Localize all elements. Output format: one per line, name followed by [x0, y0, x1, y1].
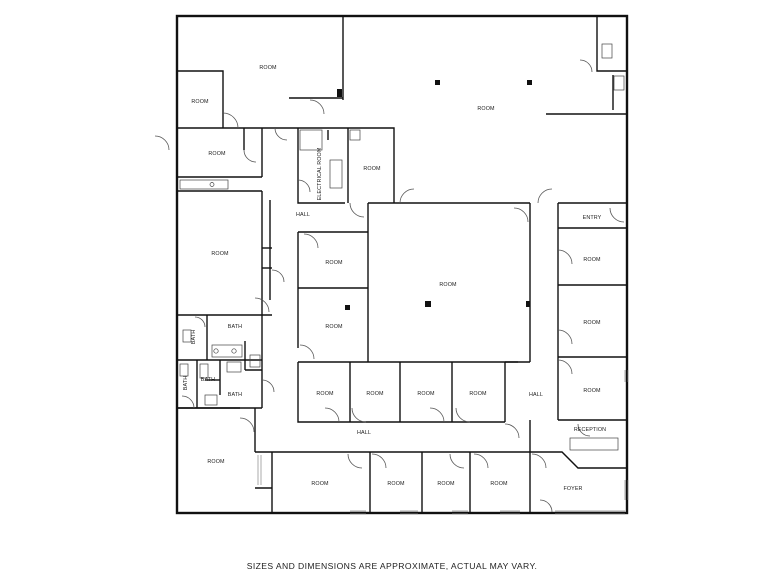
- label-electrical-room: ELECTRICAL ROOM: [317, 147, 323, 200]
- interior-walls: [177, 16, 627, 513]
- disclaimer-text: SIZES AND DIMENSIONS ARE APPROXIMATE, AC…: [246, 561, 538, 571]
- columns: [337, 80, 532, 310]
- label-bath-4: BATH: [183, 376, 189, 390]
- doors: [154, 59, 625, 513]
- label-hall-top: HALL: [296, 212, 310, 218]
- label-room-bottom-4: ROOM: [490, 481, 508, 487]
- label-hall-bottom: HALL: [357, 430, 371, 436]
- label-room-row-3: ROOM: [417, 391, 435, 397]
- label-room-bottom-left: ROOM: [207, 459, 225, 465]
- room-labels: ROOM ROOM ROOM ROOM ELECTRICAL ROOM ROOM…: [183, 65, 606, 492]
- label-bath-3: BATH: [201, 377, 215, 383]
- label-room-bottom-3: ROOM: [437, 481, 455, 487]
- label-bath-1: BATH: [228, 324, 242, 330]
- label-room-right-2: ROOM: [583, 320, 601, 326]
- label-reception: RECEPTION: [574, 427, 606, 433]
- label-room-large-topleft: ROOM: [259, 65, 277, 71]
- label-foyer: FOYER: [563, 486, 582, 492]
- label-room-center-2: ROOM: [325, 324, 343, 330]
- label-room-bottom-2: ROOM: [387, 481, 405, 487]
- label-room-row-4: ROOM: [469, 391, 487, 397]
- label-room-near-electrical: ROOM: [363, 166, 381, 172]
- label-room-left-big: ROOM: [211, 251, 229, 257]
- outer-walls: [175, 14, 629, 515]
- label-room-center-1: ROOM: [325, 260, 343, 266]
- label-room-left-2: ROOM: [208, 151, 226, 157]
- label-bath-5: BATH: [228, 392, 242, 398]
- label-bath-2: BATH: [191, 330, 197, 344]
- label-room-row-1: ROOM: [316, 391, 334, 397]
- label-hall-right: HALL: [529, 392, 543, 398]
- label-room-row-2: ROOM: [366, 391, 384, 397]
- label-room-right-3: ROOM: [583, 388, 601, 394]
- fixtures: [179, 43, 625, 451]
- label-room-right-1: ROOM: [583, 257, 601, 263]
- label-room-bottom-1: ROOM: [311, 481, 329, 487]
- label-room-center-big: ROOM: [439, 282, 457, 288]
- label-entry: ENTRY: [583, 215, 602, 221]
- label-room-small-topleft: ROOM: [191, 99, 209, 105]
- label-room-warehouse: ROOM: [477, 106, 495, 112]
- windows: [257, 370, 629, 515]
